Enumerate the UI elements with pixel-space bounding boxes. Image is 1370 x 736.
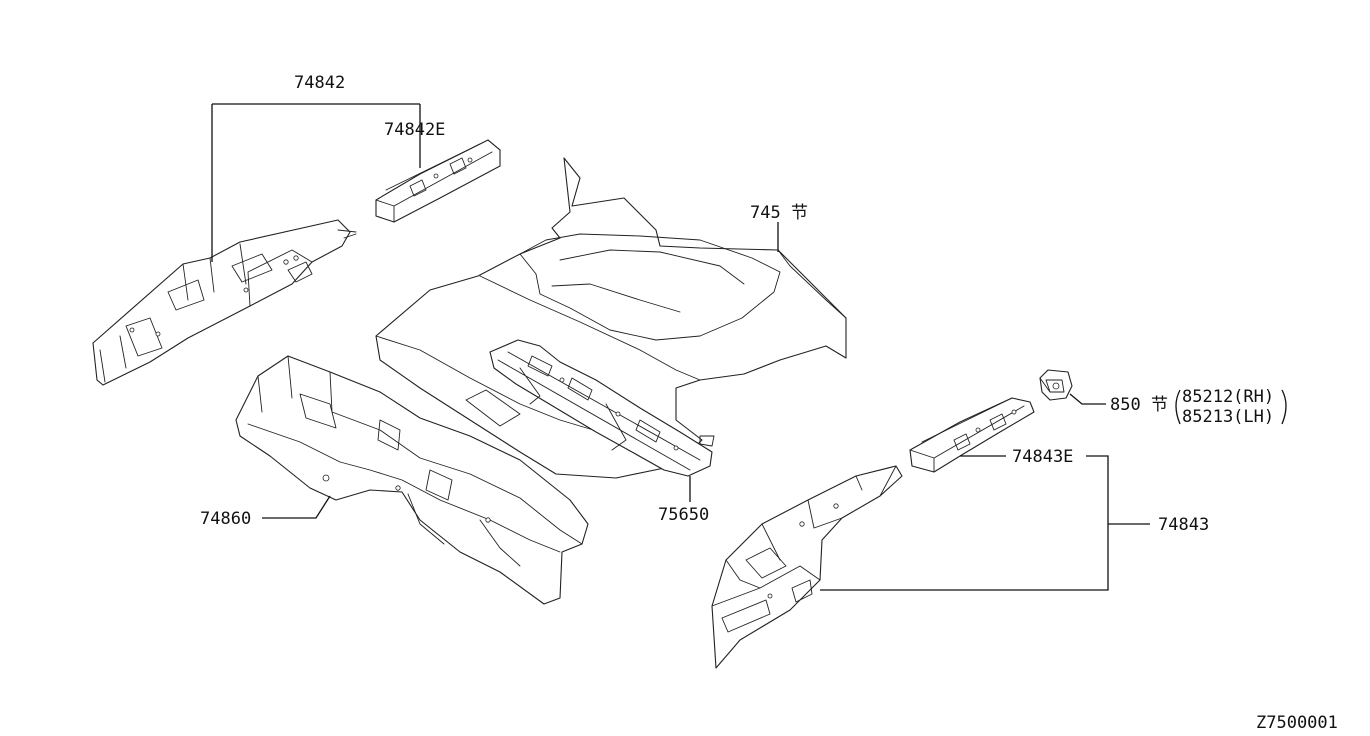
callout-85212-85213-brace-right (1281, 389, 1287, 425)
callout-85212: 85212(RH) (1182, 387, 1274, 407)
callout-85213: 85213(LH) (1182, 407, 1274, 427)
callout-74842: 74842 (294, 73, 345, 93)
callout-745: 745 节 (750, 203, 808, 223)
callout-74842E: 74842E (384, 120, 445, 140)
callout-74843E: 74843E (1012, 447, 1073, 467)
part-74843-side-member[interactable] (711, 465, 903, 669)
part-74842-side-member[interactable] (92, 219, 357, 386)
leader-lines (211, 103, 1150, 591)
part-74860-floor-member[interactable] (235, 355, 589, 605)
part-74843E-extension[interactable] (909, 397, 1035, 473)
callout-74843: 74843 (1158, 515, 1209, 535)
callout-85212-85213-brace (1175, 389, 1181, 425)
part-74842E-extension[interactable] (375, 139, 501, 223)
callout-850: 850 节 (1110, 395, 1168, 415)
part-850-bracket[interactable] (1039, 369, 1073, 401)
callout-75650: 75650 (658, 505, 709, 525)
part-75650-cross-member[interactable] (489, 339, 715, 477)
callout-74860: 74860 (200, 509, 251, 529)
diagram-id: Z7500001 (1256, 713, 1338, 733)
